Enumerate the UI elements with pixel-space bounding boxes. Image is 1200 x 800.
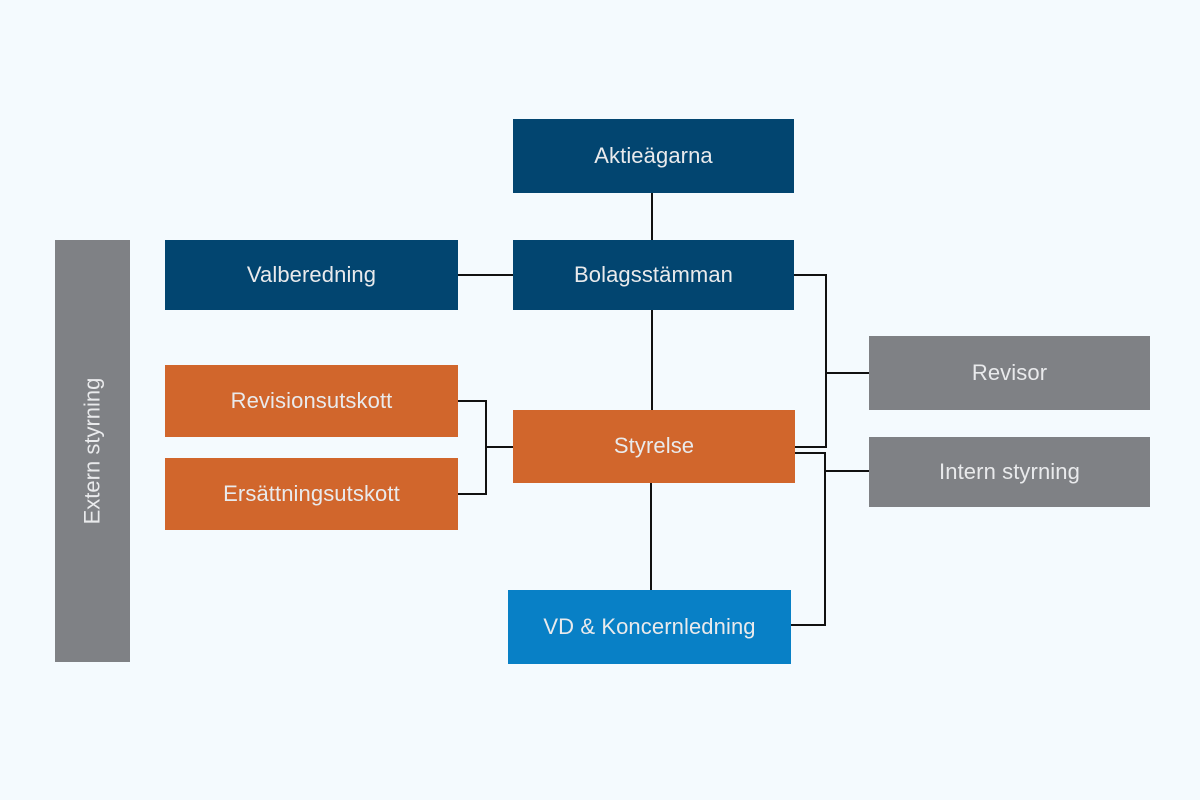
node-label-revisor: Revisor: [971, 359, 1048, 385]
side-band-extern-styrning: Extern styrning: [55, 240, 130, 662]
edge-bracket-left-utskott: [458, 399, 513, 496]
node-ersattningsutskott[interactable]: Ersättningsutskott: [165, 458, 458, 530]
node-valberedning[interactable]: Valberedning: [165, 240, 458, 310]
side-band-label: Extern styrning: [79, 377, 105, 525]
node-label-intern-styrning: Intern styrning: [939, 458, 1080, 484]
node-label-bolagsstamman: Bolagsstämman: [573, 261, 734, 287]
node-aktieagarna[interactable]: Aktieägarna: [513, 119, 794, 193]
node-label-vd-koncernledning: VD & Koncernledning: [543, 613, 756, 639]
node-revisor[interactable]: Revisor: [869, 336, 1150, 410]
edge-bracket-right-bolagsstamman-styrelse: [794, 273, 828, 449]
node-styrelse[interactable]: Styrelse: [513, 410, 795, 483]
node-revisionsutskott[interactable]: Revisionsutskott: [165, 365, 458, 437]
node-label-valberedning: Valberedning: [246, 261, 377, 287]
node-label-aktieagarna: Aktieägarna: [594, 142, 713, 168]
node-label-ersattningsutskott: Ersättningsutskott: [223, 480, 400, 506]
node-label-styrelse: Styrelse: [613, 433, 695, 459]
node-intern-styrning[interactable]: Intern styrning: [869, 437, 1150, 507]
edge-bracket-right-styrelse-vd: [791, 451, 827, 627]
node-vd-koncernledning[interactable]: VD & Koncernledning: [508, 590, 791, 664]
node-bolagsstamman[interactable]: Bolagsstämman: [513, 240, 794, 310]
node-label-revisionsutskott: Revisionsutskott: [230, 387, 393, 413]
